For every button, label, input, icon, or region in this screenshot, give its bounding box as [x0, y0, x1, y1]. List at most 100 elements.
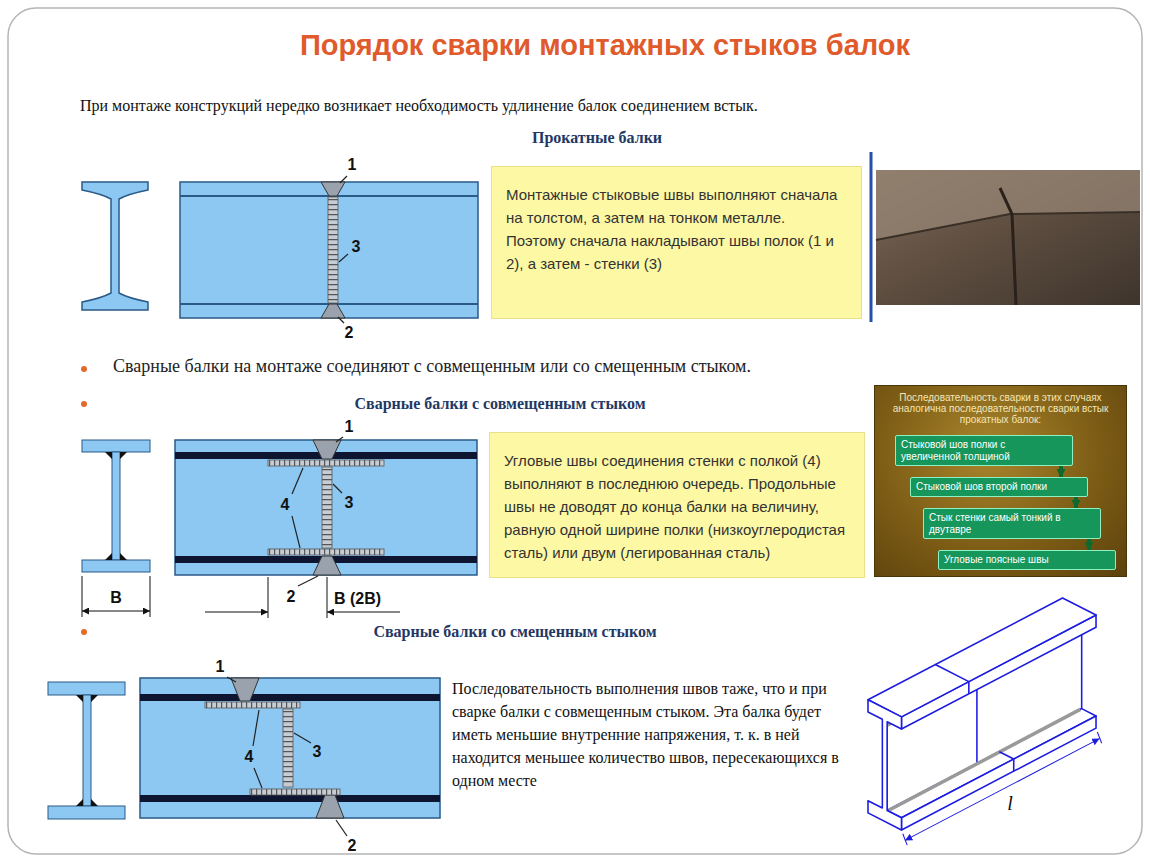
callout-number: 4	[245, 748, 254, 765]
leader-line	[339, 254, 348, 262]
joint-line	[935, 665, 968, 694]
note-text: Угловые швы соединения стенки с полкой (…	[504, 449, 850, 564]
beam-end-section	[868, 700, 901, 830]
flange-band	[140, 795, 440, 802]
weld-strip	[889, 709, 1080, 810]
label-holder: 3	[313, 743, 322, 761]
fillet-weld	[105, 452, 127, 560]
label-holder: 1	[345, 418, 354, 436]
beam-section	[83, 695, 91, 806]
leader-line	[292, 516, 300, 548]
leader-line	[294, 733, 311, 743]
leader-line	[253, 710, 259, 746]
callout-number: 1	[345, 418, 354, 435]
callout-number: 2	[348, 837, 357, 854]
extension-line	[1097, 732, 1101, 743]
web-weld	[328, 197, 338, 303]
beam-section	[82, 560, 150, 572]
label-holder: 2	[345, 324, 354, 342]
leader-line	[340, 176, 347, 183]
beam-section	[48, 682, 125, 695]
title-holder: Порядок сварки монтажных стыков балок	[300, 29, 910, 62]
step-text: Стыковой шов второй полки	[916, 481, 1065, 493]
label-holder: 4	[245, 748, 254, 766]
section-heading: Прокатные балки	[532, 129, 662, 146]
fillet-weld	[268, 549, 384, 555]
beam-photo	[876, 170, 1140, 305]
photo-edge	[876, 212, 1140, 240]
fillet-weld	[250, 789, 340, 795]
butt-weld	[313, 440, 341, 459]
divider-line	[870, 152, 873, 322]
dimension-label: l	[1007, 792, 1013, 814]
leader-line	[338, 317, 344, 323]
slide-title: Порядок сварки монтажных стыков балок	[300, 29, 910, 61]
beam-flange	[868, 598, 1096, 717]
beam-flange	[887, 709, 1096, 818]
callout-number: 3	[345, 494, 354, 511]
slide-frame	[8, 8, 1142, 854]
step-box: Угловые поясные швы	[938, 550, 1116, 570]
weld-beads	[251, 789, 339, 795]
welded-beam-side	[175, 440, 477, 575]
label-holder: l	[1007, 792, 1013, 815]
label-holder: 4	[281, 496, 290, 514]
dimension-label: В (2В)	[334, 590, 381, 607]
rolled-beam-section	[82, 182, 148, 310]
bullet-text: Сварные балки на монтаже соединяют с сов…	[113, 356, 751, 376]
beam-section	[48, 806, 125, 819]
beam-section	[112, 452, 120, 560]
beam-flange	[901, 716, 1096, 830]
fillet-weld	[268, 460, 384, 466]
welded-beam-side	[140, 678, 440, 818]
rolled-beam-side	[180, 182, 478, 318]
beam-section	[82, 440, 150, 452]
weld-beads	[328, 199, 338, 302]
dimension-line	[82, 611, 150, 612]
label-holder: 3	[345, 494, 354, 512]
label-holder: При монтаже конструкций нередко возникае…	[80, 97, 758, 115]
label-holder: Сварные балки на монтаже соединяют с сов…	[113, 356, 751, 377]
callout-number: 2	[345, 324, 354, 341]
flange-band	[140, 694, 440, 701]
callout-number: 4	[281, 496, 290, 513]
butt-weld	[316, 795, 344, 818]
callout-number: 2	[287, 588, 296, 605]
label-holder: В (2В)	[334, 590, 381, 608]
fillet-weld	[76, 695, 98, 806]
step-text: Стык стенки самый тонкий в двутавре	[929, 512, 1078, 535]
label-holder: 1	[348, 156, 357, 174]
label-holder: В	[110, 589, 122, 607]
isometric-beam	[868, 598, 1102, 845]
web-weld	[322, 467, 332, 548]
weld-beads	[322, 469, 332, 547]
joint-line	[999, 752, 1013, 771]
label-holder: 3	[352, 238, 361, 256]
leader-line	[292, 468, 303, 494]
note-box: Монтажные стыковые швы выполняют сначала…	[491, 166, 862, 319]
butt-weld	[321, 304, 345, 318]
step-box: Стык стенки самый тонкий в двутавре	[923, 508, 1101, 539]
flow-arrow	[1074, 497, 1078, 508]
weld-beads	[269, 549, 383, 555]
leader-line	[254, 768, 262, 788]
weld-beads	[206, 702, 299, 708]
note-box: Угловые швы соединения стенки с полкой (…	[489, 432, 865, 578]
step-text: Стыковой шов полки с увеличенной толщино…	[901, 439, 1050, 462]
weld-beads	[283, 711, 293, 786]
step-box: Стыковой шов полки с увеличенной толщино…	[895, 435, 1073, 466]
butt-weld	[313, 556, 341, 575]
dimension-label: В	[110, 589, 122, 606]
bullet-dot	[81, 401, 87, 407]
section-heading: Сварные балки с совмещенным стыком	[354, 395, 645, 412]
step-text: Угловые поясные швы	[944, 554, 1093, 566]
photo-joint	[1000, 188, 1016, 305]
leader-line	[298, 576, 318, 586]
leader-line	[333, 484, 342, 493]
flow-arrow	[1059, 466, 1063, 477]
dimension-line	[327, 612, 400, 613]
callout-number: 3	[313, 743, 322, 760]
label-holder: Последовательность выполнения швов таже,…	[452, 677, 852, 792]
weld-beads	[269, 460, 383, 466]
